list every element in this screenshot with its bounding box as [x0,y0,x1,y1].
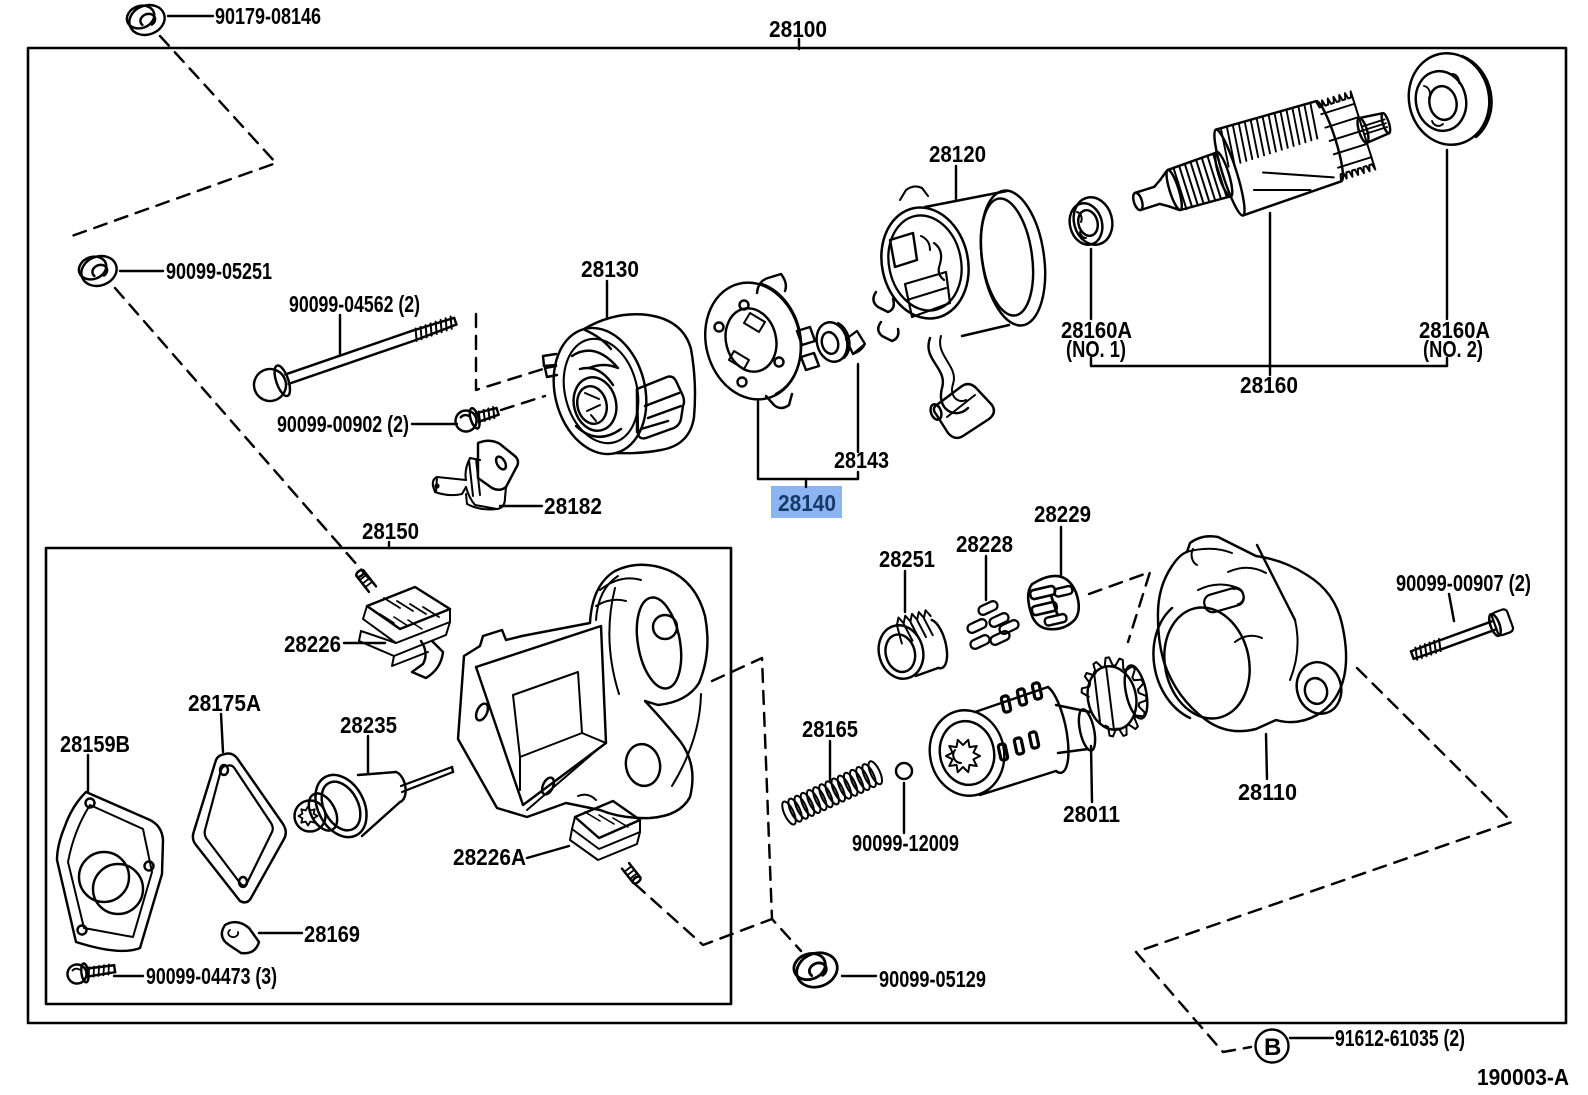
svg-text:28160: 28160 [1240,372,1298,398]
svg-text:90099-05251: 90099-05251 [166,258,272,284]
svg-text:28143: 28143 [834,447,889,473]
svg-text:B: B [1264,1034,1281,1061]
svg-text:(NO. 1): (NO. 1) [1066,336,1126,362]
svg-text:28160A: 28160A [1061,317,1132,343]
svg-text:28251: 28251 [879,546,935,572]
svg-text:90179-08146: 90179-08146 [215,3,321,29]
svg-text:28226A: 28226A [453,844,526,870]
svg-text:28110: 28110 [1238,779,1297,805]
svg-text:28228: 28228 [956,531,1013,557]
svg-text:28100: 28100 [769,16,827,42]
svg-text:190003-A: 190003-A [1477,1064,1569,1090]
svg-text:90099-04562 (2): 90099-04562 (2) [289,291,420,317]
svg-text:(NO. 2): (NO. 2) [1423,336,1483,362]
svg-text:28159B: 28159B [60,731,130,757]
svg-text:28182: 28182 [544,493,602,519]
svg-text:28169: 28169 [304,921,360,947]
svg-text:90099-05129: 90099-05129 [879,966,986,992]
svg-text:90099-04473 (3): 90099-04473 (3) [146,963,277,989]
svg-text:28011: 28011 [1063,801,1120,827]
svg-text:28229: 28229 [1034,501,1091,527]
svg-text:28140: 28140 [778,490,836,516]
svg-text:28150: 28150 [362,518,419,544]
svg-text:90099-00902 (2): 90099-00902 (2) [277,411,409,437]
svg-text:28165: 28165 [802,716,858,742]
svg-text:90099-12009: 90099-12009 [852,830,959,856]
svg-text:28175A: 28175A [188,690,261,716]
svg-text:90099-00907 (2): 90099-00907 (2) [1396,570,1531,596]
svg-text:28226: 28226 [284,631,341,657]
svg-text:28160A: 28160A [1419,317,1490,343]
svg-text:28235: 28235 [340,712,397,738]
svg-text:28120: 28120 [929,141,986,167]
svg-text:28130: 28130 [581,256,639,282]
svg-text:91612-61035 (2): 91612-61035 (2) [1335,1025,1465,1051]
